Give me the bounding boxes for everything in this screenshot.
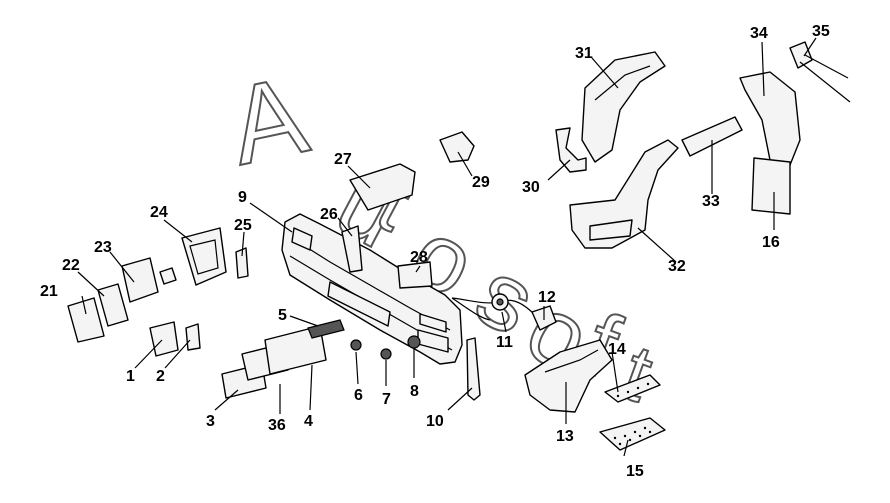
mounting-rods-part [789, 41, 851, 103]
side-strip-part [466, 337, 481, 401]
callout-1: 1 [126, 368, 135, 385]
trim-strip-part [681, 116, 743, 157]
callout-22: 22 [62, 257, 80, 274]
callout-35: 35 [812, 23, 830, 40]
callout-27: 27 [334, 151, 352, 168]
callout-8: 8 [410, 383, 419, 400]
washer-part [380, 348, 392, 360]
license-plate-part [264, 325, 327, 375]
callout-25: 25 [234, 217, 252, 234]
callout-36: 36 [268, 417, 286, 434]
callout-15: 15 [626, 463, 644, 480]
callout-16: 16 [762, 234, 780, 251]
callout-2: 2 [156, 368, 165, 385]
step-housing-part [524, 339, 613, 413]
callout-28: 28 [410, 249, 428, 266]
callout-14: 14 [608, 341, 626, 358]
callout-5: 5 [278, 307, 287, 324]
step-plate-dots [613, 382, 652, 446]
callout-33: 33 [702, 193, 720, 210]
callout-13: 13 [556, 428, 574, 445]
callout-31: 31 [575, 45, 593, 62]
rear-fender-part [739, 71, 801, 166]
bulb-part [159, 267, 177, 285]
mud-flap-part [751, 157, 791, 215]
leader-lines [77, 37, 817, 457]
fog-lamp-part [149, 321, 179, 357]
callout-29: 29 [472, 174, 490, 191]
callout-34: 34 [750, 25, 768, 42]
fog-lamp-bracket-part [185, 323, 201, 351]
callout-10: 10 [426, 413, 444, 430]
headlamp-part [181, 227, 227, 286]
callout-26: 26 [320, 206, 338, 223]
callout-24: 24 [150, 204, 168, 221]
front-fender-part [581, 51, 666, 163]
indicator-lamp-part [97, 283, 129, 327]
wheel-arch-part [569, 139, 679, 249]
bumper-part [281, 213, 463, 365]
upper-bracket-part [349, 163, 416, 211]
step-plate-lower-part [599, 417, 666, 451]
callout-4: 4 [304, 413, 313, 430]
bracket-part [555, 127, 587, 173]
callout-3: 3 [206, 413, 215, 430]
grille-strip-part [307, 319, 345, 339]
clip-part [350, 339, 362, 351]
callout-12: 12 [538, 289, 556, 306]
callout-7: 7 [382, 391, 391, 408]
side-lamp-part [67, 297, 105, 343]
callout-23: 23 [94, 239, 112, 256]
callout-labels: 1 2 3 4 5 6 7 8 9 10 11 12 13 14 15 16 2… [40, 23, 830, 480]
lamp-glass-part [121, 257, 159, 303]
callout-21: 21 [40, 283, 58, 300]
callout-6: 6 [354, 387, 363, 404]
watermark-letter-a: A [219, 53, 317, 189]
callout-32: 32 [668, 258, 686, 275]
callout-11: 11 [496, 334, 513, 351]
fog-lamp-round-part [407, 335, 421, 349]
callout-30: 30 [522, 179, 540, 196]
horn-part [439, 131, 475, 163]
plate-bracket-part [397, 261, 433, 289]
side-bracket-part [341, 225, 363, 273]
callout-9: 9 [238, 189, 247, 206]
